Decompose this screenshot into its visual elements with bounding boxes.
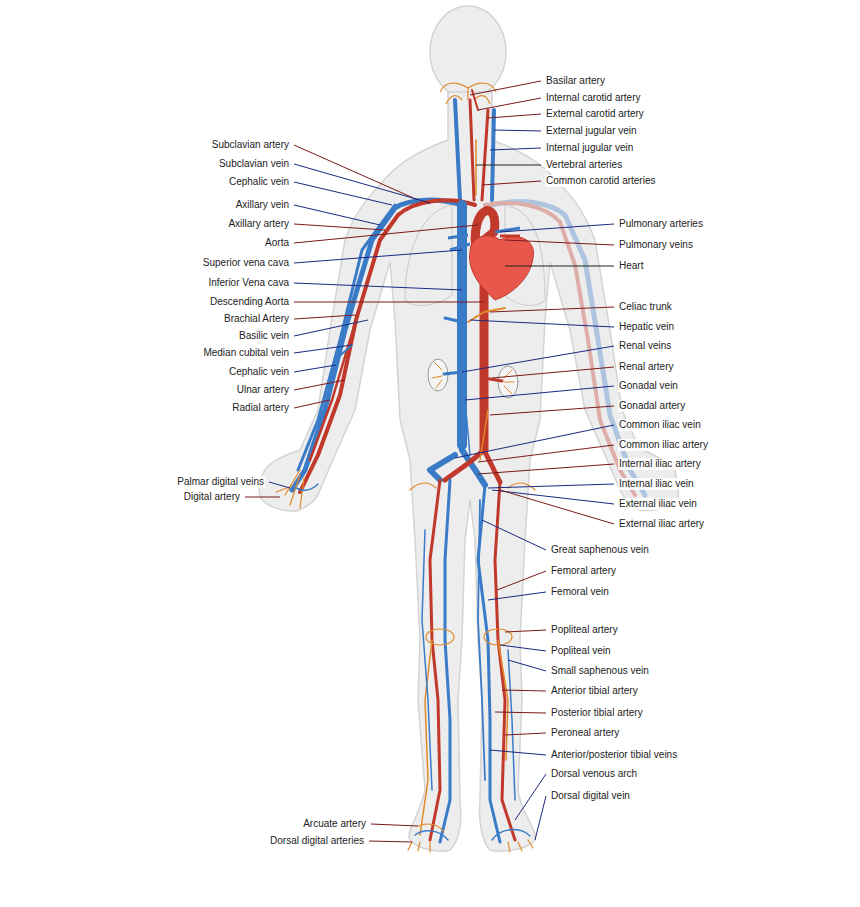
vessel-label: Brachial Artery: [223, 313, 290, 325]
vessel-label: Cephalic vein: [228, 176, 290, 188]
vessel-label: Basilar artery: [545, 75, 606, 87]
vessel-label: Dorsal digital vein: [550, 790, 631, 802]
vessel-label: Digital artery: [183, 491, 241, 503]
vessel-label: Renal veins: [618, 340, 672, 352]
vessel-label: Dorsal venous arch: [550, 768, 638, 780]
vessel-label: Axillary artery: [227, 218, 290, 230]
vessel-label: Posterior tibial artery: [550, 707, 644, 719]
vessel-label: Popliteal artery: [550, 624, 619, 636]
vessel-label: Common iliac artery: [618, 439, 709, 451]
vessel-label: Common carotid arteries: [545, 175, 656, 187]
vessel-label: External jugular vein: [545, 125, 638, 137]
vessel-label: Internal iliac artery: [618, 458, 702, 470]
vessel-label: External iliac vein: [618, 498, 698, 510]
vessel-label: Internal iliac vein: [618, 478, 694, 490]
vessel-label: Cephalic vein: [228, 366, 290, 378]
vessel-label: Axillary vein: [235, 199, 290, 211]
leg-vessels: [408, 480, 533, 852]
arm-vessels: [276, 200, 475, 508]
vessel-label: Pulmonary veins: [618, 239, 694, 251]
brain-vessels: [440, 83, 496, 104]
vessel-label: Median cubital vein: [202, 347, 290, 359]
vessel-label: Dorsal digital arteries: [269, 835, 365, 847]
vessel-label: Great saphenous vein: [550, 544, 650, 556]
vessel-label: Small saphenous vein: [550, 665, 650, 677]
lung-outline: [405, 205, 452, 305]
vessel-label: Celiac trunk: [618, 301, 673, 313]
vessel-label: Popliteal vein: [550, 645, 611, 657]
vessel-label: Gonadal vein: [618, 380, 679, 392]
vessel-label: Hepatic vein: [618, 321, 675, 333]
vessel-label: Subclavian artery: [211, 139, 290, 151]
vessel-label: Palmar digital veins: [176, 476, 265, 488]
vessel-label: Anterior/posterior tibial veins: [550, 749, 678, 761]
vessel-label: External iliac artery: [618, 518, 705, 530]
vessel-label: Descending Aorta: [209, 296, 290, 308]
vessel-label: Internal carotid artery: [545, 92, 642, 104]
vessel-label: Pulmonary arteries: [618, 218, 704, 230]
vessel-label: Subclavian vein: [218, 158, 290, 170]
vessel-label: Ulnar artery: [236, 384, 290, 396]
vessel-label: Aorta: [264, 237, 290, 249]
vessel-label: Internal jugular vein: [545, 142, 634, 154]
vessel-label: Gonadal artery: [618, 400, 686, 412]
vessel-label: Basilic vein: [238, 330, 290, 342]
vessel-label: Renal artery: [618, 361, 674, 373]
body-outline: [259, 92, 678, 851]
vessel-label: Common iliac vein: [618, 419, 702, 431]
head-outline: [430, 6, 506, 98]
neck-vessels: [455, 90, 494, 200]
vessel-label: Anterior tibial artery: [550, 685, 639, 697]
vessel-label: Peroneal artery: [550, 727, 620, 739]
vessel-label: Superior vena cava: [202, 257, 290, 269]
vessel-label: Vertebral arteries: [545, 159, 623, 171]
vessel-label: External carotid artery: [545, 108, 645, 120]
vessel-label: Femoral artery: [550, 565, 617, 577]
leader-lines: [245, 145, 484, 842]
heart: [448, 228, 533, 300]
vessel-label: Radial artery: [231, 402, 290, 414]
vessel-label: Heart: [618, 260, 644, 272]
vessel-label: Arcuate artery: [302, 818, 367, 830]
vessel-label: Inferior Vena cava: [207, 277, 290, 289]
vessel-label: Femoral vein: [550, 586, 610, 598]
